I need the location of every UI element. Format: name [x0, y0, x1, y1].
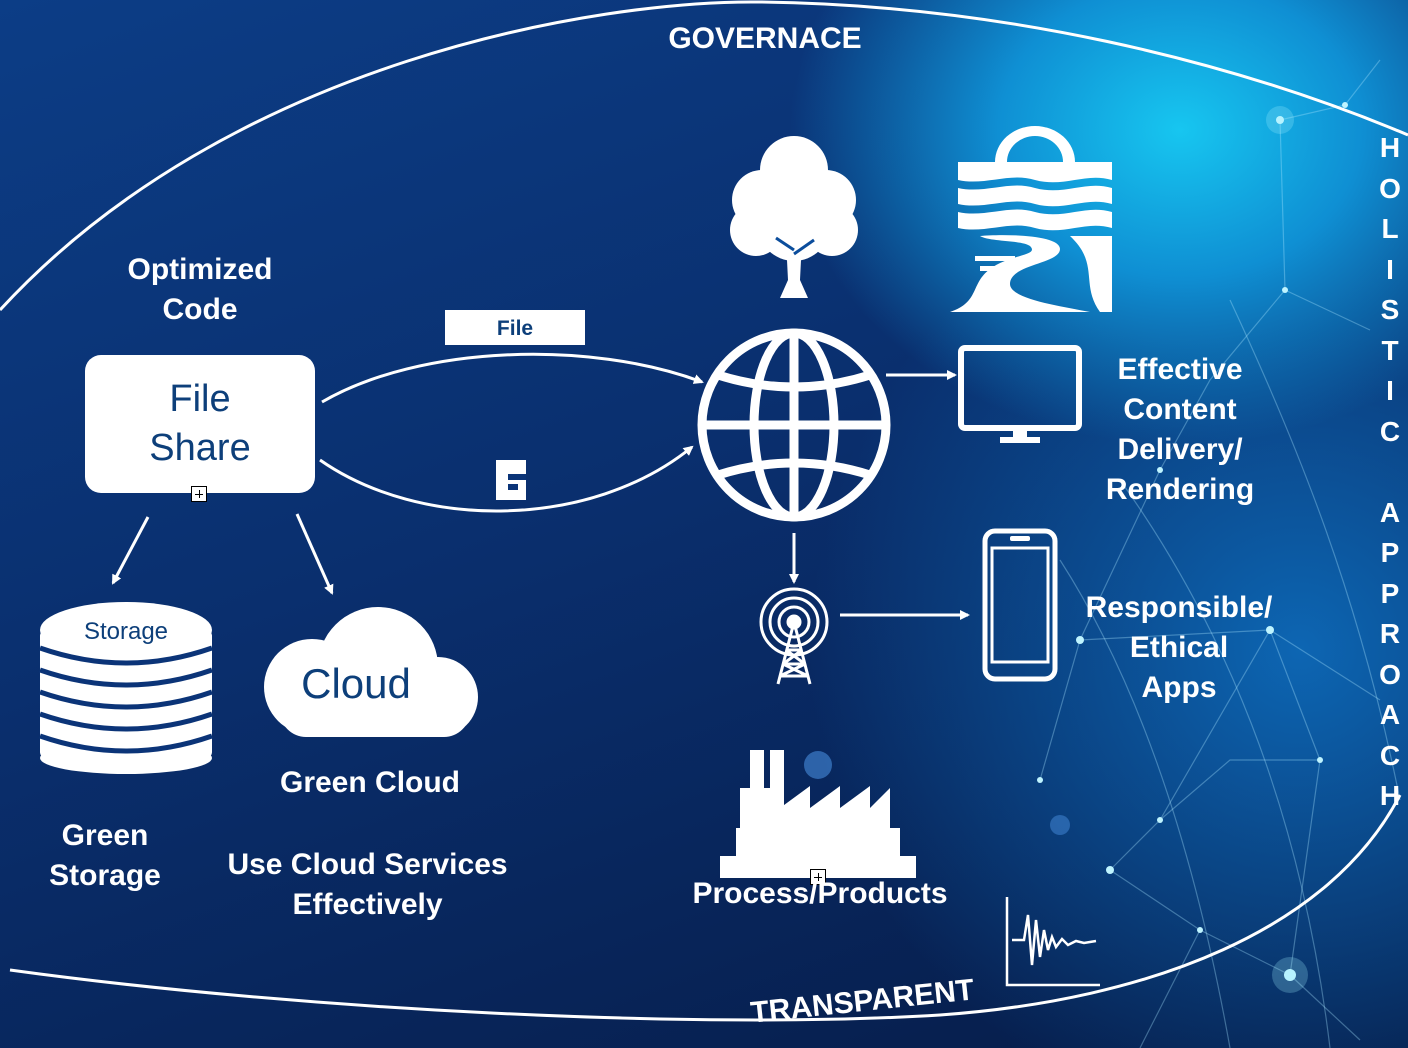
optimized-code-line-2: Code [162, 293, 238, 326]
optimized-code-line-1: Optimized [127, 253, 273, 286]
smartphone-icon [982, 528, 1058, 682]
vertical-letter: R [1379, 618, 1401, 649]
resize-handle-icon[interactable] [191, 486, 207, 502]
governance-label: GOVERNACE [668, 22, 862, 55]
file-share-line-2: Share [149, 427, 251, 469]
tree-icon [730, 136, 858, 298]
green-storage-label: Green Storage [30, 816, 180, 896]
vertical-letter: H [1379, 780, 1401, 811]
arrow-to-storage [111, 516, 150, 585]
vertical-letter: A [1379, 699, 1401, 730]
content-delivery-line-1: Effective [1117, 353, 1243, 386]
vertical-letter [1373, 452, 1407, 493]
ethical-apps-line-2: Ethical [1129, 631, 1229, 664]
green-storage-line-2: Storage [49, 859, 161, 892]
vertical-letter: A [1379, 496, 1401, 528]
use-cloud-line-1: Use Cloud Services [227, 848, 508, 881]
file-share-line-1: File [169, 377, 231, 420]
content-delivery-line-2: Content [1123, 393, 1237, 426]
vertical-letter: P [1380, 537, 1400, 568]
monitor-icon [958, 345, 1082, 443]
vertical-letter: C [1379, 415, 1401, 447]
content-delivery-line-4: Rendering [1105, 473, 1255, 506]
green-storage-line-1: Green [61, 819, 149, 852]
arrow-to-cloud [295, 513, 334, 595]
vertical-letter: O [1379, 172, 1401, 204]
vertical-letter: H [1379, 132, 1401, 163]
ethical-apps-line-3: Apps [1141, 671, 1217, 704]
content-delivery-label: Effective Content Delivery/ Rendering [1080, 350, 1280, 510]
transparent-arc [9, 794, 1402, 1022]
vertical-letter: C [1379, 739, 1401, 771]
vertical-letter: I [1386, 253, 1394, 285]
file-tag: File [445, 310, 585, 345]
file-share-box[interactable]: File Share [85, 355, 315, 493]
arrow-fileshare-to-globe-top [321, 352, 704, 404]
resize-handle-icon-2[interactable] [810, 869, 826, 885]
ethical-apps-line-1: Responsible/ [1085, 591, 1273, 624]
vertical-letter: I [1386, 375, 1394, 406]
optimized-code-label: Optimized Code [95, 250, 305, 330]
vertical-letter: L [1381, 213, 1399, 244]
cloud-icon [264, 607, 478, 737]
use-cloud-line-2: Effectively [292, 888, 443, 921]
ethical-apps-label: Responsible/ Ethical Apps [1068, 588, 1290, 708]
storage-text: Storage [83, 618, 169, 645]
green-cloud-label: Green Cloud [279, 766, 460, 799]
vertical-letter: S [1380, 294, 1400, 325]
governance-arc [0, 0, 1408, 312]
vertical-letter: T [1381, 334, 1399, 366]
waveform-icon [1005, 897, 1100, 987]
globe-icon [697, 328, 891, 522]
vertical-letter: O [1379, 658, 1401, 690]
content-delivery-line-3: Delivery/ [1117, 433, 1243, 466]
factory-icon [720, 750, 916, 878]
file-icon [496, 460, 526, 500]
storage-stack-icon [39, 602, 213, 774]
river-icon [950, 126, 1112, 312]
process-products-label: Process/Products [692, 877, 948, 910]
antenna-tower-icon [759, 587, 829, 685]
use-cloud-label: Use Cloud Services Effectively [205, 845, 530, 925]
arrow-fileshare-to-globe-bottom [319, 445, 694, 513]
vertical-letter: P [1380, 577, 1400, 609]
cloud-text: Cloud [301, 660, 411, 707]
